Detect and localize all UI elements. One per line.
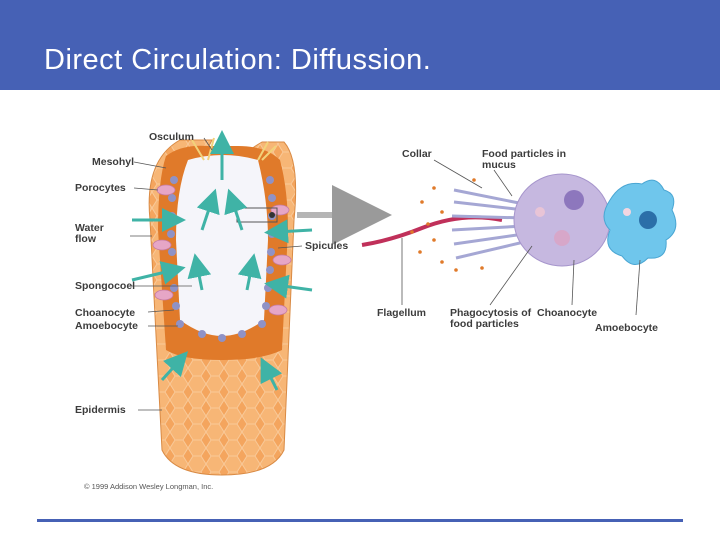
label-phagocytosis: Phagocytosis of food particles [450, 307, 532, 330]
sponge-body [148, 137, 297, 476]
leader-lines [130, 137, 641, 411]
label-porocytes: Porocytes [75, 182, 126, 194]
water-flow-arrows [131, 130, 313, 391]
label-epidermis: Epidermis [75, 404, 126, 416]
label-spicules: Spicules [305, 240, 349, 252]
slide-title: Direct Circulation: Diffussion. [44, 44, 432, 76]
choanocyte-closeup [361, 173, 677, 272]
label-collar: Collar [402, 148, 432, 160]
label-choanocyte-right: Choanocyte [537, 307, 598, 319]
label-water-flow: Water flow [75, 222, 104, 245]
footer-rule [37, 519, 683, 522]
label-flagellum: Flagellum [377, 307, 427, 319]
label-choanocyte-left: Choanocyte [75, 307, 136, 319]
title-bar [0, 0, 720, 90]
label-amoebocyte-right: Amoebocyte [595, 322, 659, 334]
label-mesohyl: Mesohyl [92, 156, 135, 168]
label-osculum: Osculum [149, 131, 194, 143]
label-spongocoel: Spongocoel [75, 280, 136, 292]
label-amoebocyte-left: Amoebocyte [75, 320, 139, 332]
sponge-illustration [130, 130, 677, 476]
label-food-particles: Food particles in mucus [482, 148, 567, 171]
sponge-diagram: Osculum Mesohyl Porocytes Water flow Spo… [62, 120, 684, 500]
copyright-notice: © 1999 Addison Wesley Longman, Inc. [84, 482, 214, 491]
